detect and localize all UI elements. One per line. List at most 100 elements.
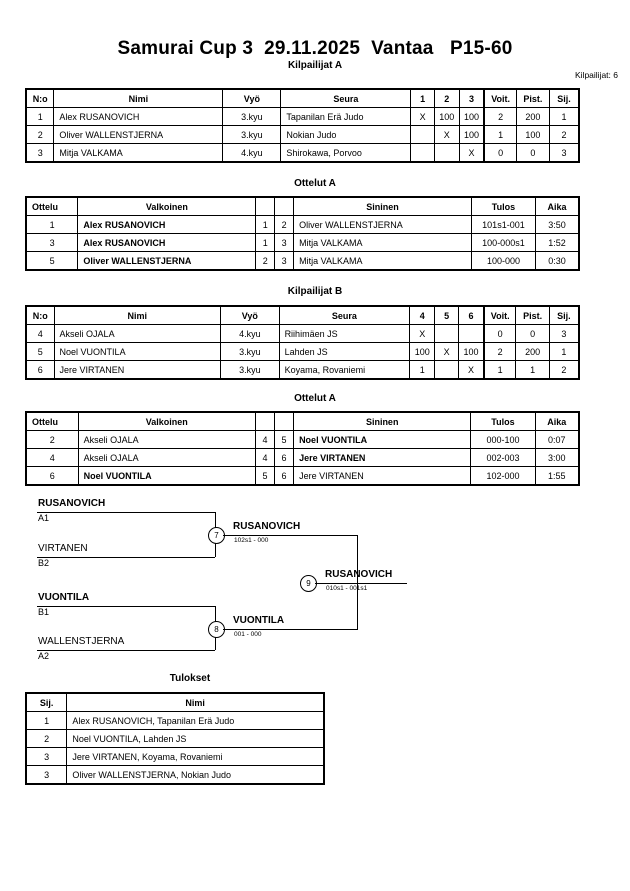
cell-rank: 1 (548, 342, 580, 361)
cell-match-3: X (458, 143, 485, 163)
cell-wins: 2 (482, 342, 517, 361)
cell-time: 1:55 (534, 466, 580, 486)
cell-name: Jere VIRTANEN (53, 360, 222, 380)
cell-belt: 3.kyu (222, 107, 282, 126)
cell-club: Nokian Judo (280, 125, 412, 144)
cell-result: 000-100 (470, 430, 536, 449)
bracket-line (37, 557, 215, 558)
bracket-line (37, 512, 215, 513)
bracket-entry-seed-3: B1 (38, 607, 50, 617)
table-header-row: Ottelu Valkoinen Sininen Tulos Aika (25, 196, 580, 216)
cell-blue-no: 6 (273, 466, 295, 486)
cell-rank: 2 (548, 125, 580, 144)
col-white: Valkoinen (77, 411, 256, 431)
table-row: 5 Oliver WALLENSTJERNA 2 3 Mitja VALKAMA… (25, 251, 580, 271)
cell-match-no: 1 (25, 215, 79, 234)
table-row: 2 Akseli OJALA 4 5 Noel VUONTILA 000-100… (25, 430, 580, 449)
cell-match-6 (458, 324, 485, 343)
col-wins: Voit. (482, 305, 517, 325)
cell-blue: Noel VUONTILA (293, 430, 472, 449)
table-header-row: Sij. Nimi (25, 692, 325, 712)
col-match-3: 3 (458, 88, 485, 108)
cell-points: 100 (515, 125, 550, 144)
cell-wins: 1 (483, 125, 517, 144)
cell-points: 200 (515, 107, 550, 126)
col-blue: Sininen (293, 196, 472, 216)
col-time: Aika (534, 196, 580, 216)
cell-white: Akseli OJALA (77, 448, 256, 467)
cell-rank: 3 (25, 765, 68, 785)
cell-time: 3:50 (534, 215, 580, 234)
col-belt: Vyö (220, 305, 280, 325)
cell-rank: 1 (548, 107, 580, 126)
cell-name: Oliver WALLENSTJERNA (53, 125, 224, 144)
cell-wins: 0 (482, 324, 517, 343)
bracket-entry-name-2: VIRTANEN (38, 543, 88, 554)
cell-white-no: 2 (255, 251, 276, 271)
pool-a-heading: Kilpailijat A (287, 60, 343, 71)
table-row: 1 Alex RUSANOVICH 1 2 Oliver WALLENSTJER… (25, 215, 580, 234)
entrant-count: Kilpailijat: 6 (575, 70, 618, 80)
bracket-line (223, 535, 357, 536)
col-match-1: 1 (410, 88, 435, 108)
cell-blue-no: 3 (274, 233, 295, 252)
cell-rank: 2 (548, 360, 580, 380)
bracket-line (37, 606, 215, 607)
cell-wins: 2 (483, 107, 517, 126)
table-header-row: Ottelu Valkoinen Sininen Tulos Aika (25, 411, 580, 431)
col-match-no: Ottelu (25, 411, 79, 431)
table-row: 3 Jere VIRTANEN, Koyama, Rovaniemi (25, 747, 325, 766)
matches-b-heading: Ottelut A (294, 393, 336, 404)
table-row: 2 Oliver WALLENSTJERNA 3.kyu Nokian Judo… (25, 125, 580, 144)
cell-blue: Jere VIRTANEN (293, 466, 472, 486)
cell-white-no: 1 (255, 233, 276, 252)
cell-white-no: 1 (255, 215, 276, 234)
cell-match-1: X (410, 107, 435, 126)
col-match-6: 6 (458, 305, 485, 325)
cell-points: 0 (515, 324, 550, 343)
table-row: 2 Noel VUONTILA, Lahden JS (25, 729, 325, 748)
cell-name: Noel VUONTILA (53, 342, 222, 361)
col-no: N:o (25, 305, 55, 325)
col-white: Valkoinen (77, 196, 257, 216)
bracket-node-8-score: 001 - 000 (234, 631, 262, 638)
cell-blue-no: 3 (274, 251, 295, 271)
cell-rank: 3 (548, 324, 580, 343)
cell-belt: 4.kyu (220, 324, 280, 343)
cell-result: 100-000s1 (470, 233, 536, 252)
cell-rank: 2 (25, 729, 68, 748)
table-header-row: N:o Nimi Vyö Seura 4 5 6 Voit. Pist. Sij… (25, 305, 580, 325)
cell-match-no: 2 (25, 430, 79, 449)
cell-belt: 4.kyu (222, 143, 282, 163)
cell-match-no: 6 (25, 466, 79, 486)
bracket-entry-seed-2: B2 (38, 558, 50, 568)
col-club: Seura (278, 305, 411, 325)
cell-match-2: 100 (433, 107, 460, 126)
matches-a-heading: Ottelut A (294, 178, 336, 189)
matches-b-table: Ottelu Valkoinen Sininen Tulos Aika 2 Ak… (25, 411, 580, 486)
col-name: Nimi (53, 88, 224, 108)
col-rank: Sij. (548, 305, 580, 325)
cell-match-3: 100 (458, 125, 485, 144)
cell-match-2 (433, 143, 460, 163)
cell-points: 200 (515, 342, 550, 361)
col-blue-no (274, 196, 295, 216)
results-heading: Tulokset (169, 673, 211, 684)
cell-white: Alex RUSANOVICH (77, 233, 257, 252)
table-row: 3 Alex RUSANOVICH 1 3 Mitja VALKAMA 100-… (25, 233, 580, 252)
cell-points: 0 (515, 143, 550, 163)
cell-white-no: 4 (254, 430, 275, 449)
cell-name: Mitja VALKAMA (53, 143, 224, 163)
col-points: Pist. (515, 88, 550, 108)
cell-match-5 (434, 324, 460, 343)
cell-match-3: 100 (458, 107, 485, 126)
col-result: Tulos (470, 411, 536, 431)
cell-no: 3 (25, 143, 55, 163)
cell-white-no: 4 (254, 448, 275, 467)
cell-match-4: 100 (409, 342, 436, 361)
cell-match-no: 4 (25, 448, 79, 467)
pool-b-table: N:o Nimi Vyö Seura 4 5 6 Voit. Pist. Sij… (25, 305, 580, 380)
cell-belt: 3.kyu (220, 360, 280, 380)
cell-blue-no: 2 (274, 215, 295, 234)
